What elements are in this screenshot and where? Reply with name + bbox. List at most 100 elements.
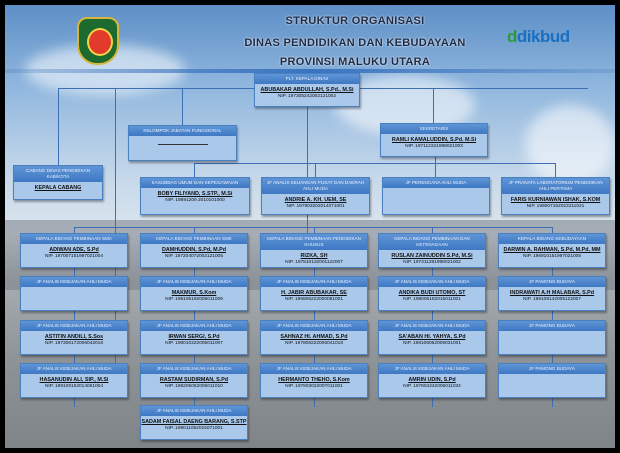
- box-nip: NIP. 19891209 2010101000: [165, 198, 225, 204]
- org-box-kadis: Plt. KEPALA DINAS ABUBAKAR ABDULLAH, S.Pd…: [254, 73, 360, 107]
- box-nip: NIP. 197804242005011034: [403, 384, 461, 390]
- box-nip: NIP. 197306172006042018: [44, 341, 104, 347]
- connector-line: [432, 227, 433, 233]
- blank-name-line: [157, 144, 208, 146]
- box-position-title: JF PAMONG BUDAYA: [499, 321, 605, 332]
- box-nip: NIP. 197305242002121002: [277, 94, 337, 100]
- box-nip: NIP. 197112221998021003: [405, 144, 463, 150]
- box-person-name: DAMHUDDIN, S.Pd, M.Pd: [161, 247, 227, 254]
- connector-line: [314, 227, 315, 233]
- box-position-title: JF PRANATA LABORATORIUM PENDIDIKAN AHLI …: [502, 178, 609, 195]
- org-box-jf_perencana: JF PERENCANA AHLI MUDA: [382, 177, 490, 215]
- box-position-title: JF ANALIS KEBIJAKAN AHLI MUDA: [141, 321, 247, 332]
- box-nip: NIP. 199007152023211021: [526, 204, 585, 210]
- box-nip: NIP. 199011052015071001: [165, 426, 223, 432]
- org-box-c4r2: JF ANALIS KEBIJAKAN AHLI MUDA ANDIKA BUDI…: [378, 276, 486, 311]
- box-person-name: ANDRIE A. KH. UEM, SE: [284, 197, 347, 204]
- connector-line: [182, 88, 183, 125]
- box-person-name: KEPALA CABANG: [34, 185, 82, 192]
- box-position-title: JF ANALIS KEBIJAKAN AHLI MUDA: [379, 277, 485, 288]
- org-box-jf_pusat: JF ANALIS KEUANGAN PUSAT DAN DAERAH AHLI…: [261, 177, 370, 215]
- cloud: [525, 105, 615, 185]
- box-nip: NIP. 198005182015011001: [403, 297, 461, 303]
- box-position-title: Plt. KEPALA DINAS: [255, 74, 359, 85]
- box-person-name: ANDIKA BUDI UTOMO, ST: [398, 290, 466, 297]
- box-position-title: KELOMPOK JABATAN FUNGSIONAL: [129, 126, 236, 137]
- dikbud-logo: ddikbud: [507, 27, 570, 46]
- box-person-name: FARIS KURNIAWAN ISHAK, S.KOM: [510, 197, 601, 204]
- box-position-title: KASUBBAG UMUM DAN KEPEGAWAIAN: [141, 178, 249, 189]
- org-box-c3r1: KEPALA BIDANG PEMBINAAN PENDIDIKAN KHUSU…: [260, 233, 368, 268]
- box-position-title: JF PAMONG BUDAYA: [499, 364, 605, 375]
- box-position-title: JF ANALIS KEBIJAKAN AHLI MUDA: [21, 321, 127, 332]
- box-position-title: JF ANALIS KEBIJAKAN AHLI MUDA: [141, 277, 247, 288]
- connector-line: [435, 157, 436, 177]
- box-nip: NIP. 197903202014071001: [286, 204, 345, 210]
- org-box-c2r4: JF ANALIS KEBIJAKAN AHLI MUDA RASTAM SUDI…: [140, 363, 248, 398]
- box-person-name: ADIWAN ADE, S.Pd: [49, 247, 99, 254]
- box-nip: NIP. 197808222006041018: [284, 341, 344, 347]
- connector-line: [194, 227, 195, 233]
- box-position-title: KEPALA BIDANG PEMBINAAN DAN KETENAGAAN: [379, 234, 485, 251]
- org-box-kjf: KELOMPOK JABATAN FUNGSIONAL: [128, 125, 237, 161]
- box-nip: NIP. 197007151997021004: [44, 254, 104, 260]
- connector-line: [315, 163, 316, 177]
- box-nip: NIP. 197204072002121005: [164, 254, 224, 260]
- title-line-1: STRUKTUR ORGANISASI: [285, 15, 425, 27]
- box-position-title: JF ANALIS KEBIJAKAN AHLI MUDA: [261, 277, 367, 288]
- org-box-c5r3: JF PAMONG BUDAYA: [498, 320, 606, 355]
- box-person-name: RAMLI KAMALUDDIN, S.Pd. M.Si: [391, 137, 477, 144]
- box-position-title: KEPALA BIDANG KEBUDAYAAN: [499, 234, 605, 245]
- box-person-name: SA'ABAN HI. YAHYA, S.Pd: [398, 334, 466, 341]
- box-nip: NIP. 198105192005011009: [165, 297, 223, 303]
- box-nip: NIP. 197311281998021002: [403, 260, 461, 266]
- connector-line: [552, 227, 553, 233]
- connector-line: [555, 163, 556, 177]
- box-person-name: ASTITIN ANDILI, S.Sos: [44, 334, 104, 341]
- box-person-name: SADAM FAISAL DAENG BARANG, S.STP: [141, 419, 247, 426]
- org-box-c4r1: KEPALA BIDANG PEMBINAAN DAN KETENAGAAN RU…: [378, 233, 486, 268]
- connector-line: [194, 163, 195, 177]
- box-position-title: JF ANALIS KEBIJAKAN AHLI MUDA: [21, 364, 127, 375]
- org-box-c1r2: JF ANALIS KEBIJAKAN AHLI MUDA: [20, 276, 128, 311]
- box-nip: NIP. 198106062009031001: [402, 341, 462, 347]
- org-box-c5r4: JF PAMONG BUDAYA: [498, 363, 606, 398]
- box-position-title: JF PERENCANA AHLI MUDA: [383, 178, 489, 189]
- box-person-name: HASANUDIN ALI, SIP., M.Si: [39, 377, 109, 384]
- box-position-title: KEPALA BIDANG PEMBINAAN SMA: [21, 234, 127, 245]
- org-box-c4r3: JF ANALIS KEBIJAKAN AHLI MUDA SA'ABAN HI.…: [378, 320, 486, 355]
- box-person-name: AMRIN UDIN, S.Pd: [408, 377, 456, 384]
- box-nip: NIP. 198010222005011007: [165, 341, 223, 347]
- box-position-title: JF ANALIS KEBIJAKAN AHLI MUDA: [261, 321, 367, 332]
- box-position-title: JF ANALIS KEBIJAKAN AHLI MUDA: [21, 277, 127, 288]
- box-person-name: HERMANTO THEHO, S.Kom: [278, 377, 350, 384]
- title-line-3: PROVINSI MALUKU UTARA: [279, 56, 431, 68]
- box-position-title: JF ANALIS KEBIJAKAN AHLI MUDA: [379, 321, 485, 332]
- box-person-name: ABUBAKAR ABDULLAH, S.Pd., M.Si: [260, 87, 354, 94]
- box-person-name: RIZKA, SH: [300, 253, 328, 260]
- box-position-title: JF PAMONG BUDAYA: [499, 277, 605, 288]
- box-nip: NIP. 198205062005011010: [165, 384, 223, 390]
- connector-line: [194, 163, 555, 164]
- title-divider: [5, 69, 615, 73]
- box-person-name: RUSLAN ZAINUDDIN S.Pd, M.Si: [391, 253, 473, 260]
- box-position-title: KEPALA BIDANG PEMBINAAN PENDIDIKAN KHUSU…: [261, 234, 367, 251]
- box-person-name: DARWIN A. RAHMAN, S.Pd, M.Pd, MM: [503, 247, 601, 254]
- box-person-name: RASTAM SUDIRMAN, S.Pd: [159, 377, 229, 384]
- box-position-title: JF ANALIS KEBIJAKAN AHLI MUDA: [141, 364, 247, 375]
- org-box-c1r4: JF ANALIS KEBIJAKAN AHLI MUDA HASANUDIN A…: [20, 363, 128, 398]
- connector-line: [74, 227, 553, 228]
- connector-line: [58, 88, 59, 165]
